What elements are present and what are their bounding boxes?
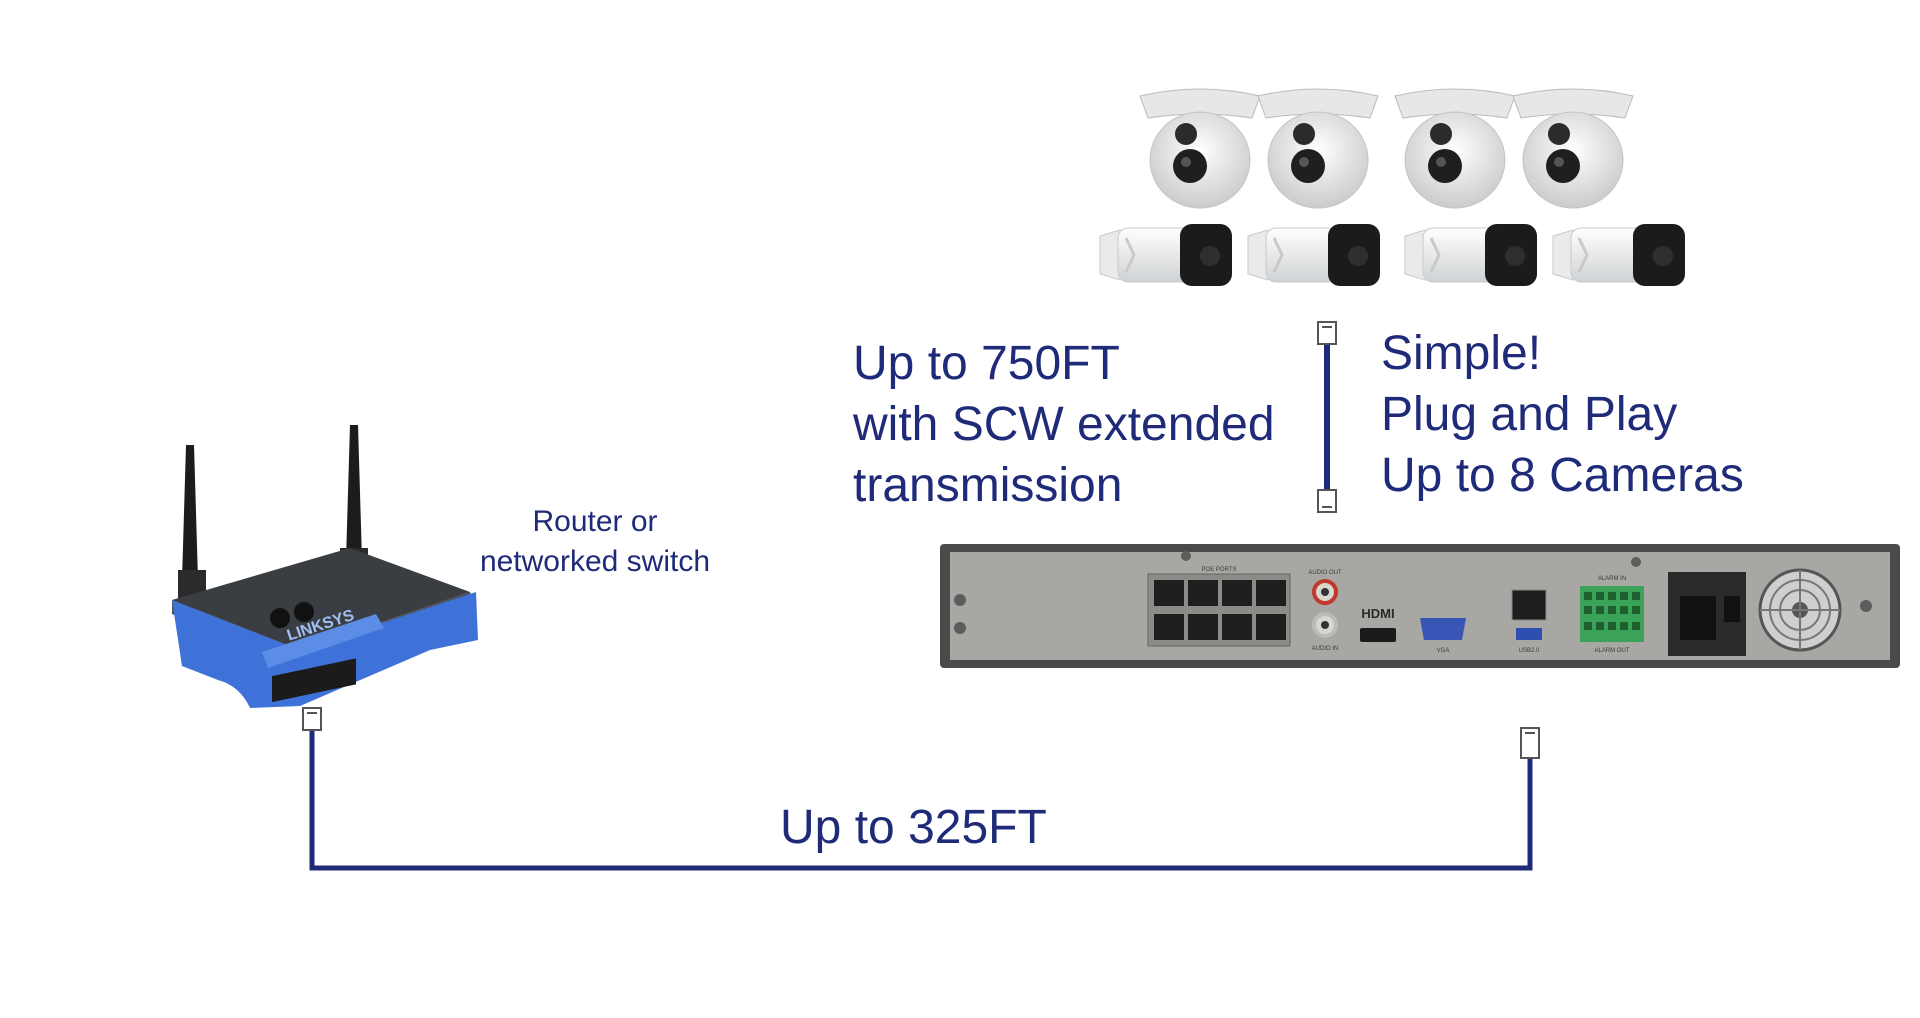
dome-camera-icon: [1512, 88, 1634, 209]
nvr-recorder: [940, 544, 1900, 668]
dome-camera-icon: [1394, 88, 1516, 209]
features-line1: Simple!: [1381, 327, 1542, 380]
features-line2: Plug and Play: [1381, 388, 1678, 441]
nvr-alarm-out-label: ALARM OUT: [1594, 648, 1629, 654]
bullet-camera-icon: [1247, 224, 1380, 286]
fan-icon: [1758, 568, 1842, 652]
lan-port: [1511, 589, 1547, 621]
extended-range-line3: transmission: [853, 459, 1123, 512]
dome-camera-icon: [1257, 88, 1379, 209]
extended-range-line2: with SCW extended: [853, 398, 1275, 451]
bullet-camera-icon: [1552, 224, 1685, 286]
nvr-hdmi-label: HDMI: [1361, 606, 1394, 621]
usb-port: [1516, 628, 1542, 640]
hdmi-port: [1360, 628, 1396, 642]
nvr-alarm-in-label: ALARM IN: [1598, 576, 1626, 582]
extended-range-line1: Up to 750FT: [853, 337, 1120, 390]
features-label: Simple! Plug and Play Up to 8 Cameras: [1381, 323, 1744, 506]
alarm-terminals: [1580, 586, 1644, 642]
extended-range-label: Up to 750FT with SCW extended transmissi…: [853, 333, 1275, 516]
audio-jacks: [1312, 579, 1338, 638]
bullet-camera-icon: [1099, 224, 1232, 286]
bullet-camera-icon: [1404, 224, 1537, 286]
nvr-poe-label: POE PORTS: [1202, 567, 1237, 573]
dome-camera-icon: [1139, 88, 1261, 209]
cable-run-label: Up to 325FT: [780, 801, 1047, 854]
nvr-audio-in-label: AUDIO IN: [1312, 646, 1339, 652]
vga-port: [1420, 618, 1466, 640]
poe-ports: [1147, 573, 1291, 647]
network-cable: [302, 707, 1540, 871]
ethernet-plug-icon: [1317, 489, 1337, 513]
ethernet-plug-icon: [1520, 727, 1540, 759]
nvr-usb-label: USB2.0: [1519, 648, 1540, 654]
router-icon: [172, 425, 478, 708]
power-inlet: [1668, 572, 1746, 656]
router-label: Router or networked switch: [440, 502, 750, 582]
router-label-line2: networked switch: [479, 545, 711, 578]
ethernet-plug-icon: [1317, 321, 1337, 345]
ethernet-plug-icon: [302, 707, 322, 731]
nvr-audio-out-label: AUDIO OUT: [1308, 570, 1342, 576]
camera-cable: [1317, 321, 1337, 513]
features-line3: Up to 8 Cameras: [1381, 449, 1744, 502]
router-label-line1: Router or: [532, 505, 658, 538]
nvr-vga-label: VGA: [1437, 648, 1450, 654]
